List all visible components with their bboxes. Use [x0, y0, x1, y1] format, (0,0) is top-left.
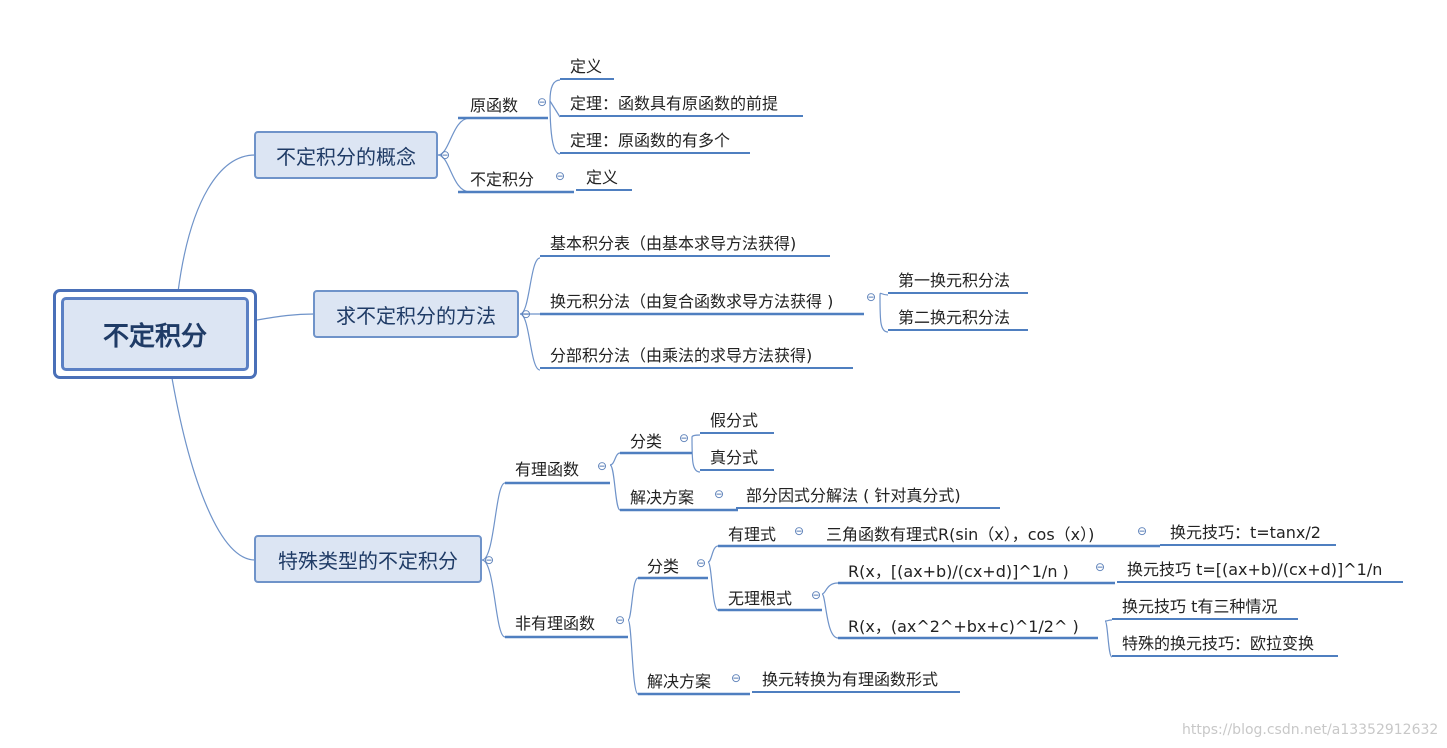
watermark: https://blog.csdn.net/a13352912632	[1182, 722, 1439, 738]
node-solution[interactable]: 解决方案	[630, 488, 695, 507]
leaf-tan-substitution[interactable]: 换元技巧：t=tanx/2	[1160, 522, 1336, 546]
branch-special[interactable]: 特殊类型的不定积分	[254, 535, 482, 583]
leaf-root-substitution[interactable]: 换元技巧 t=[(ax+b)/(cx+d)]^1/n	[1117, 559, 1403, 583]
node-budingjifen[interactable]: 不定积分	[470, 170, 535, 189]
collapse-toggle-icon[interactable]: ⊖	[1137, 524, 1148, 538]
leaf-partial-fraction[interactable]: 部分因式分解法 ( 针对真分式)	[736, 485, 1000, 509]
root-node[interactable]: 不定积分	[53, 289, 257, 379]
node-irrational-root[interactable]: 无理根式	[728, 589, 793, 608]
node-rational[interactable]: 有理函数	[515, 460, 580, 479]
node-substitution[interactable]: 换元积分法（由复合函数求导方法获得 )	[550, 292, 834, 311]
collapse-toggle-icon[interactable]: ⊖	[696, 556, 707, 570]
leaf-theorem-premise[interactable]: 定理：函数具有原函数的前提	[560, 93, 803, 117]
node-yuanhanshu[interactable]: 原函数	[470, 96, 519, 115]
collapse-toggle-icon[interactable]: ⊖	[484, 553, 495, 567]
branch-concept[interactable]: 不定积分的概念	[254, 131, 438, 179]
node-r1[interactable]: R(x，[(ax+b)/(cx+d)]^1/n )	[848, 562, 1069, 581]
collapse-toggle-icon[interactable]: ⊖	[679, 431, 690, 445]
node-nonrational[interactable]: 非有理函数	[515, 614, 596, 633]
branch-special-label: 特殊类型的不定积分	[278, 548, 458, 573]
collapse-toggle-icon[interactable]: ⊖	[794, 524, 805, 538]
leaf-proper-fraction[interactable]: 真分式	[700, 447, 774, 471]
collapse-toggle-icon[interactable]: ⊖	[714, 487, 725, 501]
collapse-toggle-icon[interactable]: ⊖	[1095, 560, 1106, 574]
leaf-first-substitution[interactable]: 第一换元积分法	[888, 270, 1028, 294]
branch-concept-label: 不定积分的概念	[276, 144, 416, 169]
leaf-definition-2[interactable]: 定义	[576, 167, 632, 191]
collapse-toggle-icon[interactable]: ⊖	[731, 671, 742, 685]
collapse-toggle-icon[interactable]: ⊖	[811, 588, 822, 602]
leaf-convert-rational[interactable]: 换元转换为有理函数形式	[752, 669, 960, 693]
leaf-euler-substitution[interactable]: 特殊的换元技巧：欧拉变换	[1112, 633, 1338, 657]
branch-methods[interactable]: 求不定积分的方法	[313, 290, 519, 338]
collapse-toggle-icon[interactable]: ⊖	[866, 290, 877, 304]
node-rational-expression[interactable]: 有理式	[728, 525, 777, 544]
leaf-basic-table[interactable]: 基本积分表（由基本求导方法获得)	[540, 233, 830, 257]
node-solution-2[interactable]: 解决方案	[647, 672, 712, 691]
leaf-theorem-multiple[interactable]: 定理：原函数的有多个	[560, 130, 750, 154]
node-r2[interactable]: R(x，(ax^2^+bx+c)^1/2^ )	[848, 617, 1079, 636]
collapse-toggle-icon[interactable]: ⊖	[521, 307, 532, 321]
branch-methods-label: 求不定积分的方法	[336, 303, 496, 328]
leaf-by-parts[interactable]: 分部积分法（由乘法的求导方法获得)	[540, 345, 853, 369]
root-label: 不定积分	[61, 297, 249, 371]
collapse-toggle-icon[interactable]: ⊖	[537, 95, 548, 109]
collapse-toggle-icon[interactable]: ⊖	[555, 169, 566, 183]
node-classify-2[interactable]: 分类	[647, 557, 680, 576]
collapse-toggle-icon[interactable]: ⊖	[440, 148, 451, 162]
leaf-three-cases[interactable]: 换元技巧 t有三种情况	[1112, 596, 1298, 620]
leaf-definition[interactable]: 定义	[560, 56, 614, 80]
node-classify[interactable]: 分类	[630, 432, 663, 451]
leaf-improper-fraction[interactable]: 假分式	[700, 410, 774, 434]
collapse-toggle-icon[interactable]: ⊖	[615, 613, 626, 627]
collapse-toggle-icon[interactable]: ⊖	[597, 459, 608, 473]
node-trig-rational[interactable]: 三角函数有理式R(sin（x），cos（x）)	[826, 525, 1095, 544]
leaf-second-substitution[interactable]: 第二换元积分法	[888, 307, 1028, 331]
